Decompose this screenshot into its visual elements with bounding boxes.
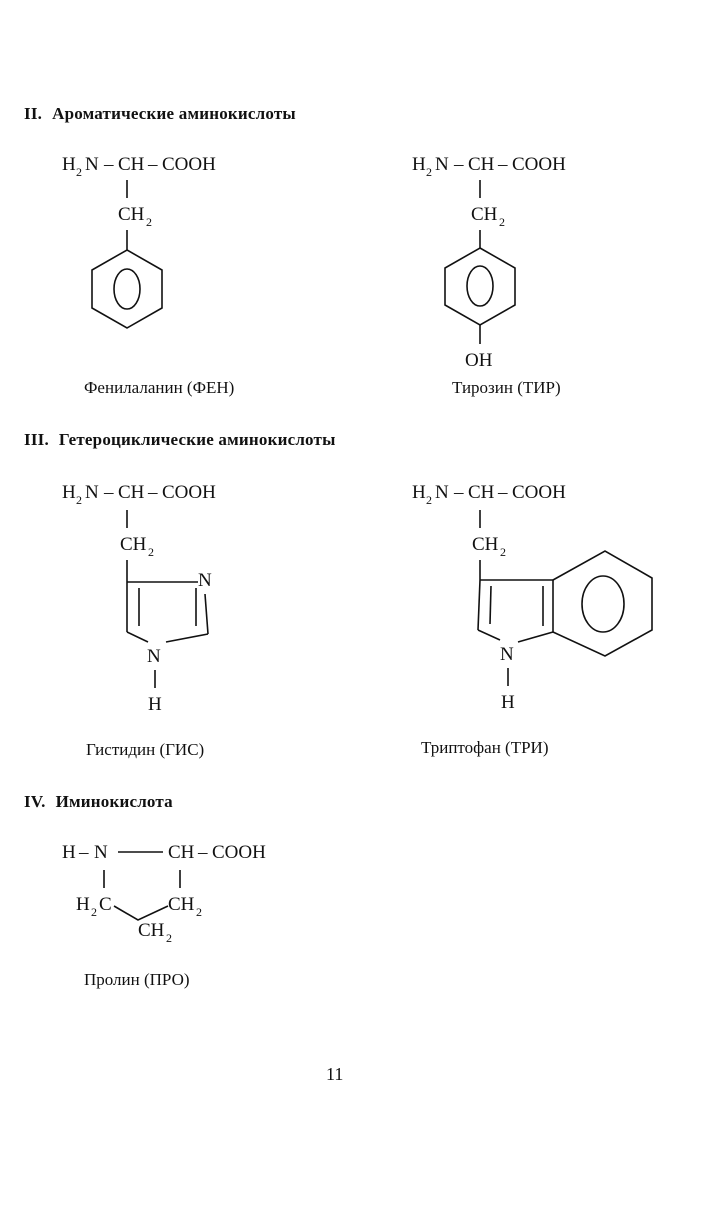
- subscript: 2: [146, 215, 152, 229]
- atom: H: [62, 842, 76, 863]
- atom: CH: [168, 842, 195, 863]
- tyr-backbone: H 2 N – CH – COOH CH 2 OH: [412, 154, 566, 371]
- subscript: 2: [500, 545, 506, 559]
- section-title: Гетероциклические аминокислоты: [58, 430, 336, 449]
- atom: H: [62, 482, 76, 503]
- atom: CH: [168, 894, 195, 915]
- section-heading-imino: IV. Иминокислота: [24, 792, 173, 812]
- atom: N: [435, 482, 449, 503]
- atom: C: [99, 894, 112, 915]
- bond-dash: –: [453, 482, 464, 503]
- bond-dash: –: [147, 154, 158, 175]
- atom: N: [147, 646, 161, 667]
- section-number: II.: [24, 104, 43, 123]
- subscript: 2: [76, 493, 82, 507]
- atom: CH: [472, 534, 499, 555]
- bond-dash: –: [197, 842, 208, 863]
- section-heading-aromatic: II. Ароматические аминокислоты: [24, 104, 296, 124]
- section-number: IV.: [24, 792, 46, 811]
- subscript: 2: [76, 165, 82, 179]
- atom: H: [76, 894, 90, 915]
- atom: N: [94, 842, 108, 863]
- ring-bond: [165, 633, 209, 643]
- caption-tyrosine: Тирозин (ТИР): [452, 378, 561, 397]
- section-title: Иминокислота: [55, 792, 173, 811]
- subscript: 2: [148, 545, 154, 559]
- atom: N: [85, 482, 99, 503]
- bond-dash: –: [453, 154, 464, 175]
- phe-backbone: H 2 N – CH – COOH CH 2: [62, 154, 216, 329]
- atom: CH: [138, 920, 165, 941]
- ring-double-bond: [489, 585, 492, 625]
- caption-proline: Пролин (ПРО): [84, 970, 190, 989]
- caption-histidine: Гистидин (ГИС): [86, 740, 205, 759]
- page-number: 11: [326, 1064, 344, 1084]
- section-heading-heterocyclic: III. Гетероциклические аминокислоты: [24, 430, 336, 450]
- atom: CH: [118, 482, 145, 503]
- bond-dash: –: [78, 842, 89, 863]
- subscript: 2: [166, 931, 172, 945]
- atom: N: [85, 154, 99, 175]
- section-number: III.: [24, 430, 49, 449]
- atom: COOH: [162, 482, 216, 503]
- atom: H: [412, 154, 426, 175]
- benzene-ring: [444, 247, 516, 326]
- atom: H: [62, 154, 76, 175]
- ring-bond: [517, 631, 554, 643]
- ring-bond: [477, 629, 501, 641]
- ring-bond: [204, 593, 209, 635]
- bond-dash: –: [497, 154, 508, 175]
- atom: N: [435, 154, 449, 175]
- bond-dash: –: [497, 482, 508, 503]
- section-title: Ароматические аминокислоты: [52, 104, 296, 123]
- caption-phenylalanine: Фенилаланин (ФЕН): [84, 378, 235, 397]
- atom: CH: [118, 204, 145, 225]
- trp-backbone: H 2 N – CH – COOH CH 2 N H: [412, 482, 653, 713]
- subscript: 2: [91, 905, 97, 919]
- atom: COOH: [212, 842, 266, 863]
- atom: N: [500, 644, 514, 665]
- subscript: 2: [499, 215, 505, 229]
- atom: H: [501, 692, 515, 713]
- atom: COOH: [512, 482, 566, 503]
- his-backbone: H 2 N – CH – COOH CH 2 N N H: [62, 482, 216, 715]
- atom: COOH: [162, 154, 216, 175]
- atom: N: [198, 570, 212, 591]
- ring-bond: [477, 579, 481, 631]
- atom: OH: [465, 350, 493, 371]
- caption-tryptophan: Триптофан (ТРИ): [421, 738, 549, 757]
- bond-dash: –: [103, 154, 114, 175]
- atom: COOH: [512, 154, 566, 175]
- atom: CH: [118, 154, 145, 175]
- atom: CH: [120, 534, 147, 555]
- aromatic-circle: [113, 268, 141, 310]
- ring-bond: [126, 631, 149, 643]
- atom: CH: [471, 204, 498, 225]
- subscript: 2: [426, 493, 432, 507]
- atom: H: [148, 694, 162, 715]
- subscript: 2: [196, 905, 202, 919]
- bond-dash: –: [147, 482, 158, 503]
- atom: CH: [468, 154, 495, 175]
- aromatic-circle: [581, 575, 625, 633]
- benzene-ring: [552, 550, 653, 657]
- atom: H: [412, 482, 426, 503]
- ring-bond: [113, 905, 169, 921]
- subscript: 2: [426, 165, 432, 179]
- atom: CH: [468, 482, 495, 503]
- benzene-ring: [91, 249, 163, 329]
- aromatic-circle: [466, 265, 494, 307]
- bond-dash: –: [103, 482, 114, 503]
- pro-backbone: H – N CH – COOH H 2 C CH 2 CH 2: [62, 842, 266, 945]
